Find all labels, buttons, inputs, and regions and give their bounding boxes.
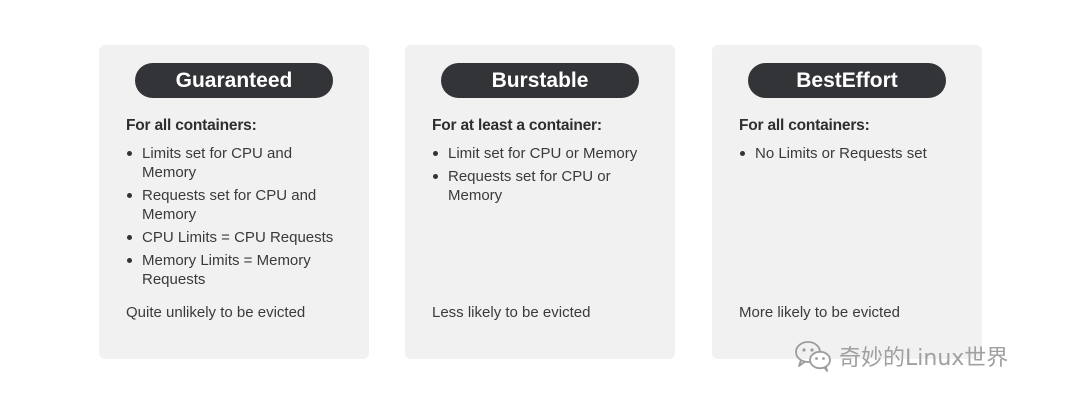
qos-card-burstable: Burstable For at least a container: Limi… bbox=[405, 45, 675, 359]
qos-card-guaranteed: Guaranteed For all containers: Limits se… bbox=[99, 45, 369, 359]
watermark: 奇妙的Linux世界 bbox=[793, 338, 1008, 374]
eviction-likelihood: Less likely to be evicted bbox=[432, 304, 591, 321]
bullet-list: Limit set for CPU or Memory Requests set… bbox=[432, 144, 647, 209]
card-subhead: For at least a container: bbox=[432, 117, 602, 134]
bullet-icon bbox=[127, 193, 132, 198]
bullet-icon bbox=[740, 151, 745, 156]
list-item: No Limits or Requests set bbox=[739, 144, 954, 163]
list-item: Memory Limits = Memory Requests bbox=[126, 251, 341, 289]
card-title-pill: Guaranteed bbox=[135, 63, 333, 98]
card-title-pill: BestEffort bbox=[748, 63, 946, 98]
list-item: Limit set for CPU or Memory bbox=[432, 144, 647, 163]
qos-card-besteffort: BestEffort For all containers: No Limits… bbox=[712, 45, 982, 359]
wechat-icon bbox=[793, 339, 839, 373]
bullet-list: No Limits or Requests set bbox=[739, 144, 954, 167]
list-item-text: Requests set for CPU and Memory bbox=[142, 187, 317, 223]
bullet-icon bbox=[127, 258, 132, 263]
bullet-icon bbox=[127, 151, 132, 156]
eviction-likelihood: More likely to be evicted bbox=[739, 304, 900, 321]
list-item-text: No Limits or Requests set bbox=[755, 145, 927, 162]
eviction-likelihood: Quite unlikely to be evicted bbox=[126, 304, 306, 321]
bullet-list: Limits set for CPU and Memory Requests s… bbox=[126, 144, 341, 293]
bullet-icon bbox=[433, 151, 438, 156]
list-item: Requests set for CPU or Memory bbox=[432, 167, 647, 205]
list-item-text: Limits set for CPU and Memory bbox=[142, 145, 293, 181]
card-title-pill: Burstable bbox=[441, 63, 639, 98]
bullet-icon bbox=[433, 174, 438, 179]
list-item-text: Limit set for CPU or Memory bbox=[448, 145, 638, 162]
list-item: Requests set for CPU and Memory bbox=[126, 186, 341, 224]
card-subhead: For all containers: bbox=[126, 117, 257, 134]
list-item: Limits set for CPU and Memory bbox=[126, 144, 341, 182]
watermark-text: 奇妙的Linux世界 bbox=[839, 346, 1009, 371]
list-item-text: Memory Limits = Memory Requests bbox=[142, 252, 311, 288]
card-subhead: For all containers: bbox=[739, 117, 870, 134]
list-item: CPU Limits = CPU Requests bbox=[126, 228, 341, 247]
list-item-text: CPU Limits = CPU Requests bbox=[142, 229, 334, 246]
bullet-icon bbox=[127, 235, 132, 240]
list-item-text: Requests set for CPU or Memory bbox=[448, 168, 611, 204]
